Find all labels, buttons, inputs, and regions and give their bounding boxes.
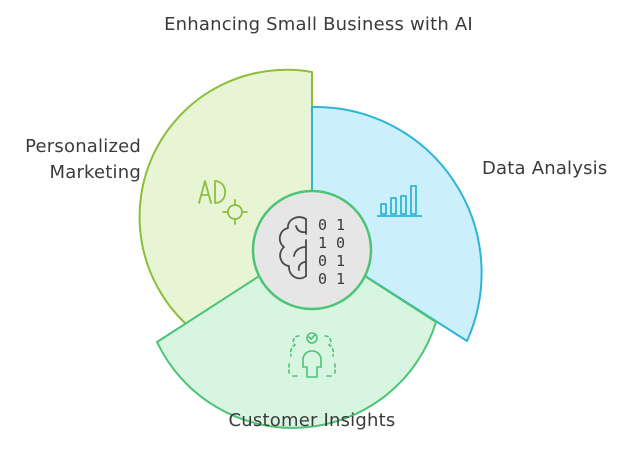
- label-data-analysis: Data Analysis: [482, 158, 608, 179]
- label-personalized-line2: Marketing: [49, 162, 141, 183]
- binary-row-2: 1 0: [318, 234, 345, 252]
- diagram-title: Enhancing Small Business with AI: [164, 14, 473, 35]
- segment-data-analysis: [311, 105, 483, 342]
- ad-target-icon: [198, 180, 248, 225]
- binary-digits: 0 1 1 0 0 1 0 1: [318, 216, 345, 288]
- binary-row-3: 0 1: [318, 252, 345, 270]
- brain-binary-icon: [278, 216, 307, 280]
- bar-chart-icon: [377, 185, 422, 217]
- binary-row-1: 0 1: [318, 216, 345, 234]
- label-personalized-line1: Personalized: [25, 136, 141, 157]
- label-customer-insights: Customer Insights: [228, 410, 396, 431]
- binary-row-4: 0 1: [318, 270, 345, 288]
- people-insight-icon: [288, 332, 336, 378]
- label-personalized-marketing: Personalized Marketing: [25, 134, 141, 186]
- segment-customer-insights: [156, 241, 437, 429]
- center-circle: [251, 189, 373, 311]
